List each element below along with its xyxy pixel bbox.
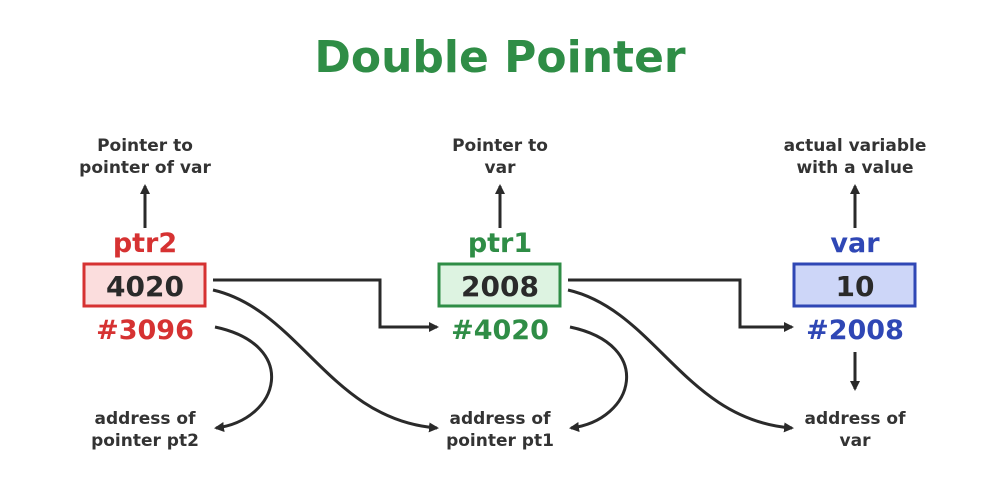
value-box: [437, 262, 562, 308]
bottom-note-line2: var: [840, 431, 872, 451]
bottom-note-line1: address of: [95, 409, 197, 429]
node-var: actual variable with a value var 10 #200…: [784, 136, 927, 451]
node-name: ptr2: [113, 228, 177, 259]
node-value: 2008: [461, 270, 539, 303]
arrow-ptr2-to-ptr1-address: [213, 278, 439, 332]
top-note-line1: Pointer to: [97, 136, 193, 156]
node-ptr1: Pointer to var ptr1 2008 #4020 address o…: [437, 136, 562, 451]
node-address: #3096: [96, 315, 194, 346]
bottom-note-line1: address of: [805, 409, 907, 429]
node-address: #2008: [806, 315, 904, 346]
arrow-ptr2-address-note: [214, 325, 273, 432]
bottom-note-line1: address of: [450, 409, 552, 429]
arrow-ptr1-to-address-note: [567, 288, 794, 433]
node-name: ptr1: [468, 228, 532, 259]
node-address: #4020: [451, 315, 549, 346]
arrow-ptr2-to-address-note: [212, 288, 439, 433]
top-note-line1: Pointer to: [452, 136, 548, 156]
top-note-line1: actual variable: [784, 136, 927, 156]
diagram-title: Double Pointer: [314, 32, 686, 83]
node-ptr2: Pointer to pointer of var ptr2 4020 #309…: [79, 136, 211, 451]
node-value: 4020: [106, 270, 184, 303]
top-note-line2: pointer of var: [79, 158, 211, 178]
value-box: [82, 262, 207, 308]
top-note-line2: var: [485, 158, 517, 178]
bottom-note-line2: pointer pt1: [446, 431, 554, 451]
top-note-line2: with a value: [796, 158, 913, 178]
arrow-ptr1-address-note: [569, 325, 628, 432]
arrow-ptr1-to-var-address: [568, 278, 794, 332]
node-value: 10: [836, 270, 875, 303]
node-name: var: [830, 228, 880, 259]
value-box: [792, 262, 917, 308]
bottom-note-line2: pointer pt2: [91, 431, 199, 451]
